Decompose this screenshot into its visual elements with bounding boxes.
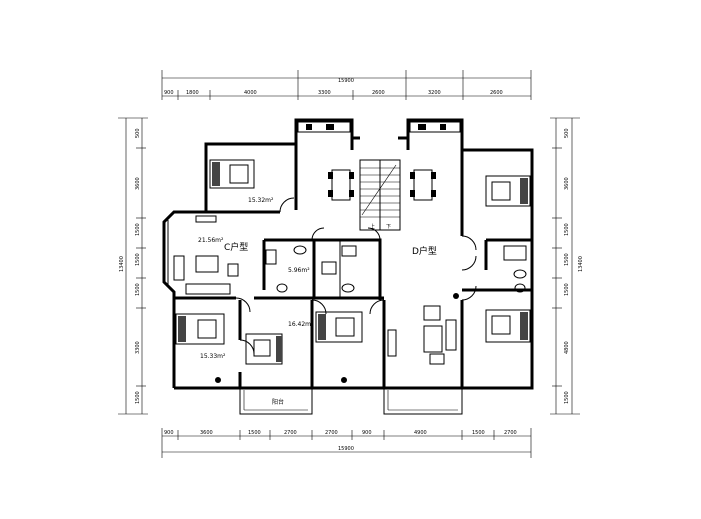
bed-center bbox=[315, 311, 363, 343]
exterior-walls bbox=[162, 118, 534, 390]
room-area-living-left: 21.56m² bbox=[198, 237, 224, 244]
top-dim-4: 3300 bbox=[318, 90, 331, 96]
bed-top-right bbox=[485, 175, 531, 207]
bottom-dim-1: 900 bbox=[164, 430, 174, 436]
dining-table-left bbox=[328, 169, 354, 201]
left-total-dim: 13400 bbox=[119, 256, 125, 272]
left-dim-1: 500 bbox=[135, 128, 141, 138]
left-dim-3: 1500 bbox=[135, 223, 141, 236]
balcony-label: 阳台 bbox=[272, 398, 284, 406]
top-dim-6: 3200 bbox=[428, 90, 441, 96]
right-dimensions: 500 3600 1500 1500 1500 4800 1500 13400 bbox=[550, 117, 584, 415]
left-dim-6: 3300 bbox=[135, 341, 141, 354]
living-left-sofa bbox=[173, 215, 239, 295]
bed-center-left bbox=[245, 333, 283, 365]
bed-right-lower bbox=[485, 309, 531, 343]
top-total-dim: 15900 bbox=[338, 78, 354, 84]
bottom-dim-9: 2700 bbox=[504, 430, 517, 436]
left-dim-5: 1500 bbox=[135, 283, 141, 296]
left-dim-4: 1500 bbox=[135, 253, 141, 266]
balconies bbox=[215, 377, 463, 415]
bed-left-mid bbox=[175, 313, 225, 345]
bottom-dim-2: 3600 bbox=[200, 430, 213, 436]
living-right-sofa bbox=[387, 293, 459, 365]
top-dim-3: 4000 bbox=[244, 90, 257, 96]
room-area-bed-top-left: 15.32m² bbox=[248, 197, 274, 204]
bottom-dim-7: 4900 bbox=[414, 430, 427, 436]
room-area-bed-center: 16.42m² bbox=[288, 321, 314, 328]
left-dimensions: 500 3600 1500 1500 1500 3300 1500 13400 bbox=[118, 117, 148, 415]
top-dimensions: 15900 900 1800 4000 3300 2600 3200 2600 bbox=[161, 70, 532, 100]
stair-treads: 上 下 bbox=[360, 164, 400, 230]
bottom-dim-3: 1500 bbox=[248, 430, 261, 436]
right-dim-7: 1500 bbox=[564, 391, 570, 404]
bottom-dim-6: 900 bbox=[362, 430, 372, 436]
top-dim-1: 900 bbox=[164, 90, 174, 96]
dining-table-right bbox=[410, 169, 436, 201]
room-area-bed-left-mid: 15.33m² bbox=[200, 353, 226, 360]
right-dim-5: 1500 bbox=[564, 283, 570, 296]
kitchen-counters bbox=[297, 121, 461, 133]
top-dim-7: 2600 bbox=[490, 90, 503, 96]
top-dim-5: 2600 bbox=[372, 90, 385, 96]
unit-label-d: D户型 bbox=[412, 245, 437, 257]
bathroom-fixtures bbox=[265, 245, 527, 293]
stair-down-label: 下 bbox=[386, 224, 391, 230]
left-dim-7: 1500 bbox=[135, 391, 141, 404]
right-dim-3: 1500 bbox=[564, 223, 570, 236]
right-dim-6: 4800 bbox=[564, 341, 570, 354]
top-dim-2: 1800 bbox=[186, 90, 199, 96]
bed-top-left bbox=[209, 159, 255, 189]
stair-up-label: 上 bbox=[370, 223, 375, 230]
right-dim-2: 3600 bbox=[564, 177, 570, 190]
bottom-total-dim: 15900 bbox=[338, 446, 354, 452]
bottom-dim-8: 1500 bbox=[472, 430, 485, 436]
bottom-dimensions: 900 3600 1500 2700 2700 900 4900 1500 27… bbox=[161, 428, 532, 458]
left-dim-2: 3600 bbox=[135, 177, 141, 190]
bottom-dim-4: 2700 bbox=[284, 430, 297, 436]
right-dim-4: 1500 bbox=[564, 253, 570, 266]
door-swings bbox=[235, 197, 477, 355]
right-dim-1: 500 bbox=[564, 128, 570, 138]
bottom-dim-5: 2700 bbox=[325, 430, 338, 436]
unit-label-c: C户型 bbox=[224, 241, 248, 253]
room-area-bath-left: 5.96m² bbox=[288, 267, 310, 274]
right-total-dim: 13400 bbox=[578, 256, 584, 272]
